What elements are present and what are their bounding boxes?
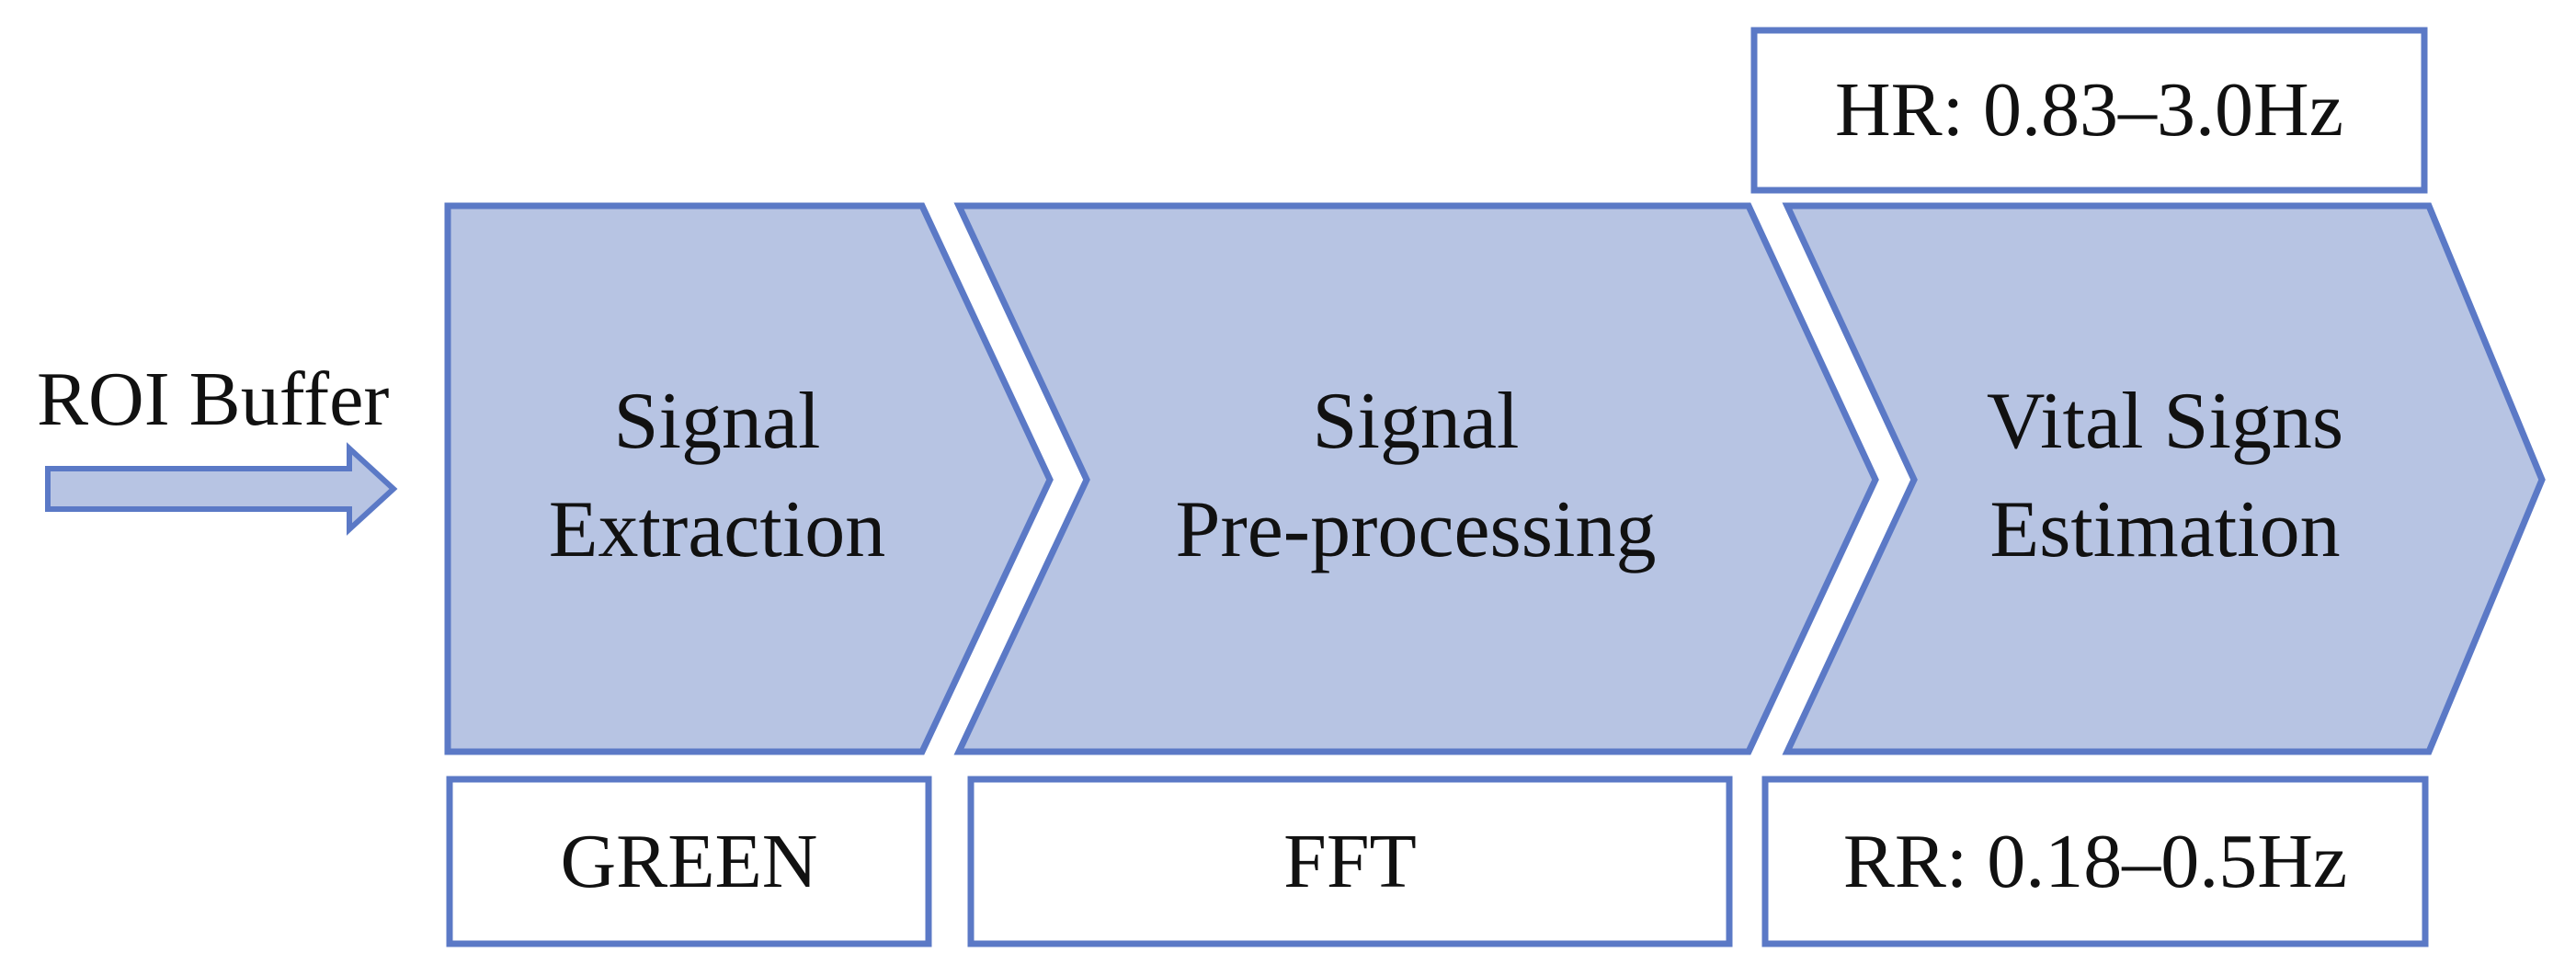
hr-range-box <box>1750 27 2428 194</box>
stage-title-vital-signs-estimation: Vital Signs Estimation <box>1903 368 2427 584</box>
stage-title-line1: Signal <box>1312 377 1520 466</box>
method-box-green <box>446 776 932 947</box>
stage-title-signal-preprocessing: Signal Pre-processing <box>1094 368 1738 584</box>
stage-title-line2: Estimation <box>1989 485 2341 574</box>
method-box-fft <box>967 776 1733 947</box>
stage-chevron-vital-signs-estimation <box>1782 202 2546 755</box>
stage-title-line1: Vital Signs <box>1986 377 2344 466</box>
stage-title-line2: Extraction <box>548 485 886 574</box>
method-text-fft: FFT <box>1283 818 1417 904</box>
rr-range-text: RR: 0.18–0.5Hz <box>1842 818 2348 904</box>
method-text-green: GREEN <box>560 818 818 904</box>
input-label: ROI Buffer <box>37 357 390 442</box>
stage-chevron-signal-extraction <box>444 202 1054 755</box>
stage-title-signal-extraction: Signal Extraction <box>478 368 956 584</box>
stage-chevron-signal-preprocessing <box>953 202 1879 755</box>
stage-title-line2: Pre-processing <box>1175 485 1657 574</box>
input-arrow <box>45 442 398 536</box>
rr-range-box <box>1761 776 2429 947</box>
stage-title-line1: Signal <box>613 377 821 466</box>
hr-range-text: HR: 0.83–3.0Hz <box>1835 67 2343 153</box>
